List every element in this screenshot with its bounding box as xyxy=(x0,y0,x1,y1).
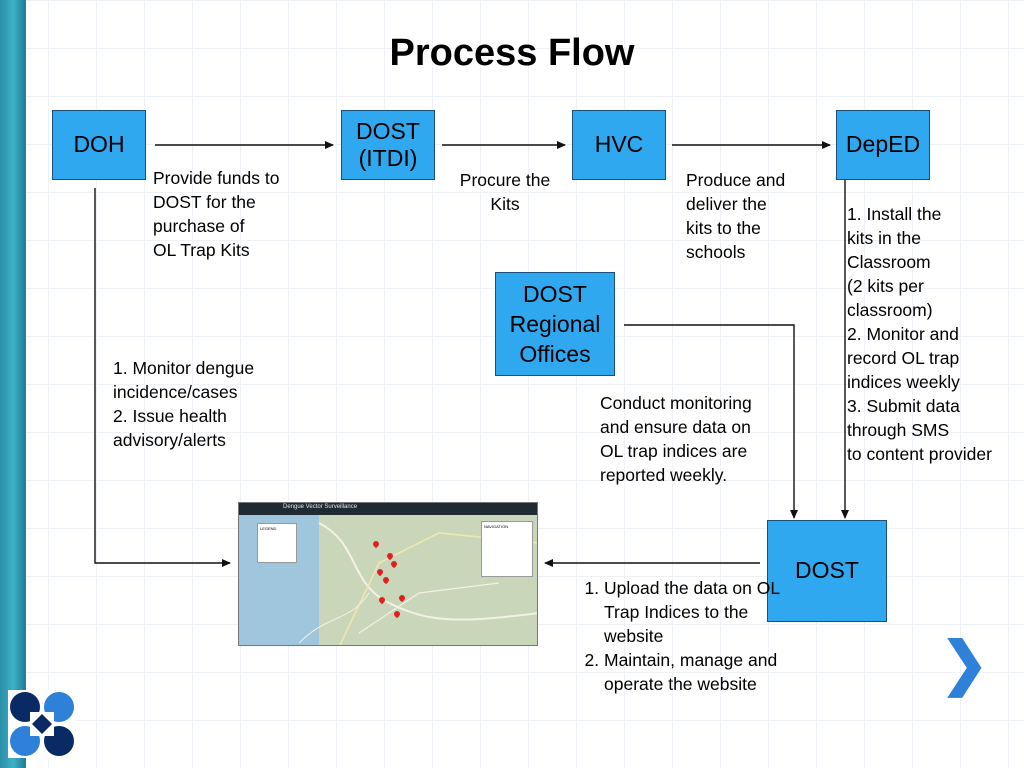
label-produce-deliver: Produce and deliver the kits to the scho… xyxy=(686,170,786,262)
node-doh: DOH xyxy=(52,110,146,180)
map-legend: LEGEND xyxy=(257,523,297,563)
node-hvc: HVC xyxy=(572,110,666,180)
label-doh-tasks: 1. Monitor dengue incidence/cases 2. Iss… xyxy=(113,358,255,450)
arrow-regional-to-dost xyxy=(624,324,798,519)
label-provide-funds: Provide funds to DOST for the purchase o… xyxy=(153,168,280,260)
map-navigation-panel: NAVIGATION xyxy=(481,521,533,577)
node-deped: DepED xyxy=(836,110,930,180)
label-regional-tasks: Conduct monitoring and ensure data on OL… xyxy=(600,393,752,485)
next-slide-chevron-icon[interactable]: ❯ xyxy=(940,631,989,696)
map-title: Dengue Vector Surveillance xyxy=(283,504,358,510)
left-accent-bar xyxy=(0,0,26,768)
label-procure-kits: Procure the Kits xyxy=(459,170,551,214)
arrow-doh-to-map xyxy=(94,188,231,567)
node-dost-itdi: DOST (ITDI) xyxy=(341,110,435,180)
map-header-bar: Dengue Vector Surveillance xyxy=(239,503,537,515)
page-title: Process Flow xyxy=(389,32,635,74)
dost-step-2: Maintain, manage and operate the website xyxy=(604,648,789,696)
dost-step-1: Upload the data on OL Trap Indices to th… xyxy=(604,576,789,648)
website-map-screenshot: Dengue Vector Surveillance LEGEND NAVIGA… xyxy=(238,502,538,646)
label-deped-tasks: 1. Install the kits in the Classroom (2 … xyxy=(847,204,992,464)
node-dost-regional-offices: DOST Regional Offices xyxy=(495,272,615,376)
dost-steps-list: Upload the data on OL Trap Indices to th… xyxy=(562,576,789,696)
dost-logo-icon xyxy=(8,690,76,758)
node-dost: DOST xyxy=(767,520,887,622)
